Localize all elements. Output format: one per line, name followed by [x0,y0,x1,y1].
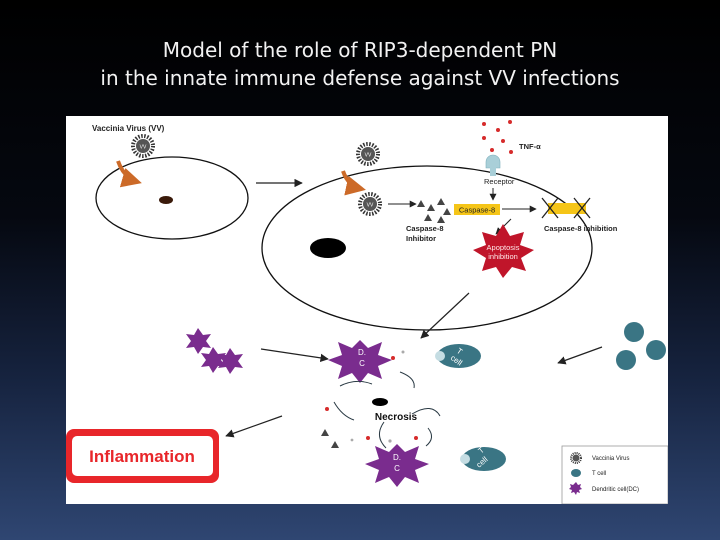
host-cell-small [95,156,249,240]
svg-text:VV: VV [365,153,372,159]
svg-text:VV: VV [140,145,147,151]
inflammation-inner-box [72,436,213,476]
legend-dc-label: Dendritic cell(DC) [592,487,639,493]
slide-title-line-1: Model of the role of RIP3-dependent PN [162,38,558,62]
nucleus-small [159,196,173,204]
caspase8-inhibitor-label: Caspase-8 [406,224,444,233]
tnf-alpha-molecules [482,120,513,154]
legend-vaccinia-icon [570,452,582,464]
model-diagram: Vaccinia Virus (VV) VV VV VV Caspase-8 I… [66,120,668,504]
to-necrosis-arrow [420,292,470,339]
necrotic-membrane-fragments [333,371,441,449]
tnf-receptor [485,154,501,176]
dc-label: C [359,359,365,368]
dendritic-cell-large [328,340,392,383]
tcell-label: T [455,346,464,356]
vaccinia-virus-particle: VV [358,192,382,216]
caspase8-inhibitor-label: Inhibitor [406,234,436,243]
dendritic-cell-large [365,444,429,487]
legend-vaccinia-label: Vaccinia Virus [592,456,629,462]
caspase8-label: Caspase-8 [459,206,495,215]
legend-dc-icon [569,482,582,495]
legend-box: Vaccinia Virus T cell Dendritic cell(DC) [561,445,668,504]
legend-tcell-label: T cell [592,471,606,477]
apoptosis-inhibition-label: Apoptosis [487,243,520,252]
svg-text:VV: VV [367,203,374,209]
dc-to-center-arrow [260,348,329,363]
t-cell [616,322,666,370]
legend-tcell-icon [571,469,581,477]
tcell-label: T [477,445,487,455]
infection-arrow [116,160,142,188]
infection-arrow [341,170,366,196]
nucleus-large [310,238,346,258]
model-diagram-panel: Vaccinia Virus (VV) VV VV VV Caspase-8 I… [66,116,668,504]
apoptosis-inhibition-label: inhibition [488,252,518,261]
vaccinia-virus-label: Vaccinia Virus (VV) [92,124,165,133]
vaccinia-virus-particle: VV [131,134,155,158]
dc-label: D. [358,348,366,357]
caspase8-inhibitor-molecules [417,198,451,223]
dc-label: C [394,464,400,473]
slide-title-line-2: in the innate immune defense against VV … [100,66,620,90]
caspase8-box [454,204,500,215]
necrosis-label: Necrosis [375,412,418,423]
apoptosis-inhibition-burst [473,224,534,278]
vaccinia-virus-particle: VV [356,142,380,166]
tnf-alpha-label: TNF-α [519,142,541,151]
to-inflammation-arrow [225,415,283,438]
inhibition-cross [541,197,591,219]
dendritic-cell [186,328,243,374]
inhibited-caspase8-box [548,203,586,214]
t-cell-large [435,344,481,368]
released-dots [325,350,418,443]
necrotic-nucleus [372,398,388,406]
dc-label: D. [393,453,401,462]
caspase8-inhibition-label: Caspase-8 inhibition [544,224,618,233]
t-cell-large [460,447,506,471]
inflammation-label: Inflammation [89,447,195,466]
receptor-label: Receptor [484,177,515,186]
tcell-to-center-arrow [557,346,603,365]
